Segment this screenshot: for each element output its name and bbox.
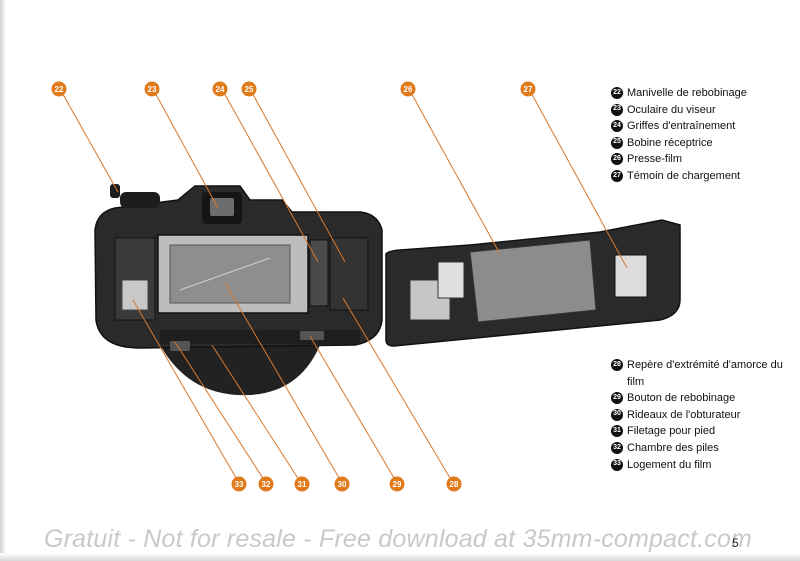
callout-badge-29: 29	[389, 476, 405, 492]
legend-label: Rideaux de l'obturateur	[627, 408, 741, 421]
callout-badge-31: 31	[294, 476, 310, 492]
leader-22	[59, 88, 119, 193]
leader-31	[211, 344, 302, 484]
legend-number: 24	[611, 120, 623, 133]
svg-text:28: 28	[450, 480, 459, 489]
shutter-line	[179, 257, 271, 291]
page-number: 5	[732, 536, 739, 550]
lens-barrel	[160, 345, 320, 396]
tripod-socket-shape	[300, 331, 324, 340]
legend-item-29: 29 Bouton de rebobinage	[611, 390, 797, 407]
legend-label: Griffes d'entraînement	[627, 120, 736, 133]
leader-29	[309, 335, 398, 484]
rewind-lever-shape	[110, 184, 120, 198]
legend-number: 28	[611, 359, 623, 371]
callout-badge-30: 30	[334, 476, 350, 492]
legend-label: Bouton de rebobinage	[627, 392, 736, 405]
legend-top: 22 Manivelle de rebobinage 23 Oculaire d…	[611, 85, 747, 185]
legend-label: Oculaire du viseur	[627, 103, 716, 116]
shutter-curtain-shape	[169, 244, 291, 304]
camera-back-door	[385, 219, 681, 347]
rewind-button-shape	[170, 341, 190, 351]
legend-number: 31	[611, 425, 623, 438]
legend-item-26: 26 Presse-film	[611, 151, 747, 168]
film-guide-shape	[437, 261, 465, 299]
svg-text:25: 25	[245, 85, 254, 94]
leader-24	[221, 88, 319, 263]
camera-illustration	[94, 184, 383, 396]
legend-number: 25	[611, 136, 623, 149]
svg-text:23: 23	[148, 85, 157, 94]
callout-badge-25: 25	[241, 81, 257, 97]
legend-label: Chambre des piles	[627, 441, 719, 454]
legend-label: Bobine réceptrice	[627, 136, 713, 149]
legend-number: 26	[611, 153, 623, 166]
callout-badge-33: 33	[231, 476, 247, 492]
legend-item-25: 25 Bobine réceptrice	[611, 135, 747, 152]
svg-text:26: 26	[404, 85, 413, 94]
callout-badge-26: 26	[400, 81, 416, 97]
legend-label: Manivelle de rebobinage	[627, 87, 747, 99]
legend-item-33: 33 Logement du film	[611, 457, 797, 474]
legend-item-22: 22 Manivelle de rebobinage	[611, 85, 747, 102]
legend-label: Témoin de chargement	[627, 169, 741, 182]
svg-text:24: 24	[216, 85, 225, 94]
svg-text:32: 32	[262, 480, 271, 489]
page-edge-left	[0, 0, 6, 561]
callout-badge-22: 22	[51, 81, 67, 97]
svg-text:29: 29	[393, 480, 402, 489]
legend-label: Presse-film	[627, 153, 683, 166]
eyepiece-glass	[210, 198, 234, 216]
leader-32	[174, 341, 267, 484]
callout-badge-27: 27	[520, 81, 536, 97]
leader-23	[152, 88, 219, 209]
pressure-plate-shape	[469, 239, 597, 323]
legend-item-30: 30 Rideaux de l'obturateur	[611, 407, 797, 424]
legend-number: 30	[611, 408, 623, 421]
svg-text:33: 33	[235, 480, 244, 489]
svg-text:31: 31	[298, 480, 307, 489]
leader-25	[249, 88, 346, 263]
legend-item-24: 24 Griffes d'entraînement	[611, 118, 747, 135]
legend-item-23: 23 Oculaire du viseur	[611, 102, 747, 119]
legend-item-32: 32 Chambre des piles	[611, 440, 797, 457]
legend-item-27: 27 Témoin de chargement	[611, 168, 747, 185]
svg-text:27: 27	[524, 85, 533, 94]
legend-label: Filetage pour pied	[627, 425, 716, 438]
leader-26	[408, 88, 501, 255]
legend-label: Logement du film	[627, 458, 712, 471]
leader-30	[224, 282, 343, 484]
leader-28	[342, 297, 454, 484]
load-indicator-window	[614, 254, 648, 298]
legend-number: 22	[611, 87, 623, 99]
leader-33	[132, 299, 240, 484]
rewind-crank-shape	[120, 192, 160, 208]
svg-text:30: 30	[338, 480, 347, 489]
callout-badge-23: 23	[144, 81, 160, 97]
legend-item-28: 28 Repère d'extrémité d'amorce du film	[611, 357, 797, 390]
callout-badge-32: 32	[258, 476, 274, 492]
legend-item-31: 31 Filetage pour pied	[611, 423, 797, 440]
leader-27	[528, 88, 628, 269]
watermark: Gratuit - Not for resale - Free download…	[44, 525, 753, 553]
legend-number: 32	[611, 441, 623, 454]
callout-badges: 22 23 24 25 26 27 28 29	[51, 81, 536, 492]
callout-badge-28: 28	[446, 476, 462, 492]
callout-badge-24: 24	[212, 81, 228, 97]
legend-number: 23	[611, 103, 623, 116]
leader-lines	[59, 88, 628, 484]
sprocket-shape	[309, 239, 329, 307]
page-edge-bottom	[0, 553, 800, 561]
legend-bottom: 28 Repère d'extrémité d'amorce du film 2…	[611, 357, 797, 473]
legend-number: 27	[611, 169, 623, 182]
legend-number: 29	[611, 392, 623, 405]
svg-text:22: 22	[55, 85, 64, 94]
battery-chamber-shape	[121, 279, 149, 311]
takeup-spool-shape	[329, 237, 369, 311]
legend-label: Repère d'extrémité d'amorce du film	[627, 359, 783, 388]
legend-number: 33	[611, 458, 623, 471]
